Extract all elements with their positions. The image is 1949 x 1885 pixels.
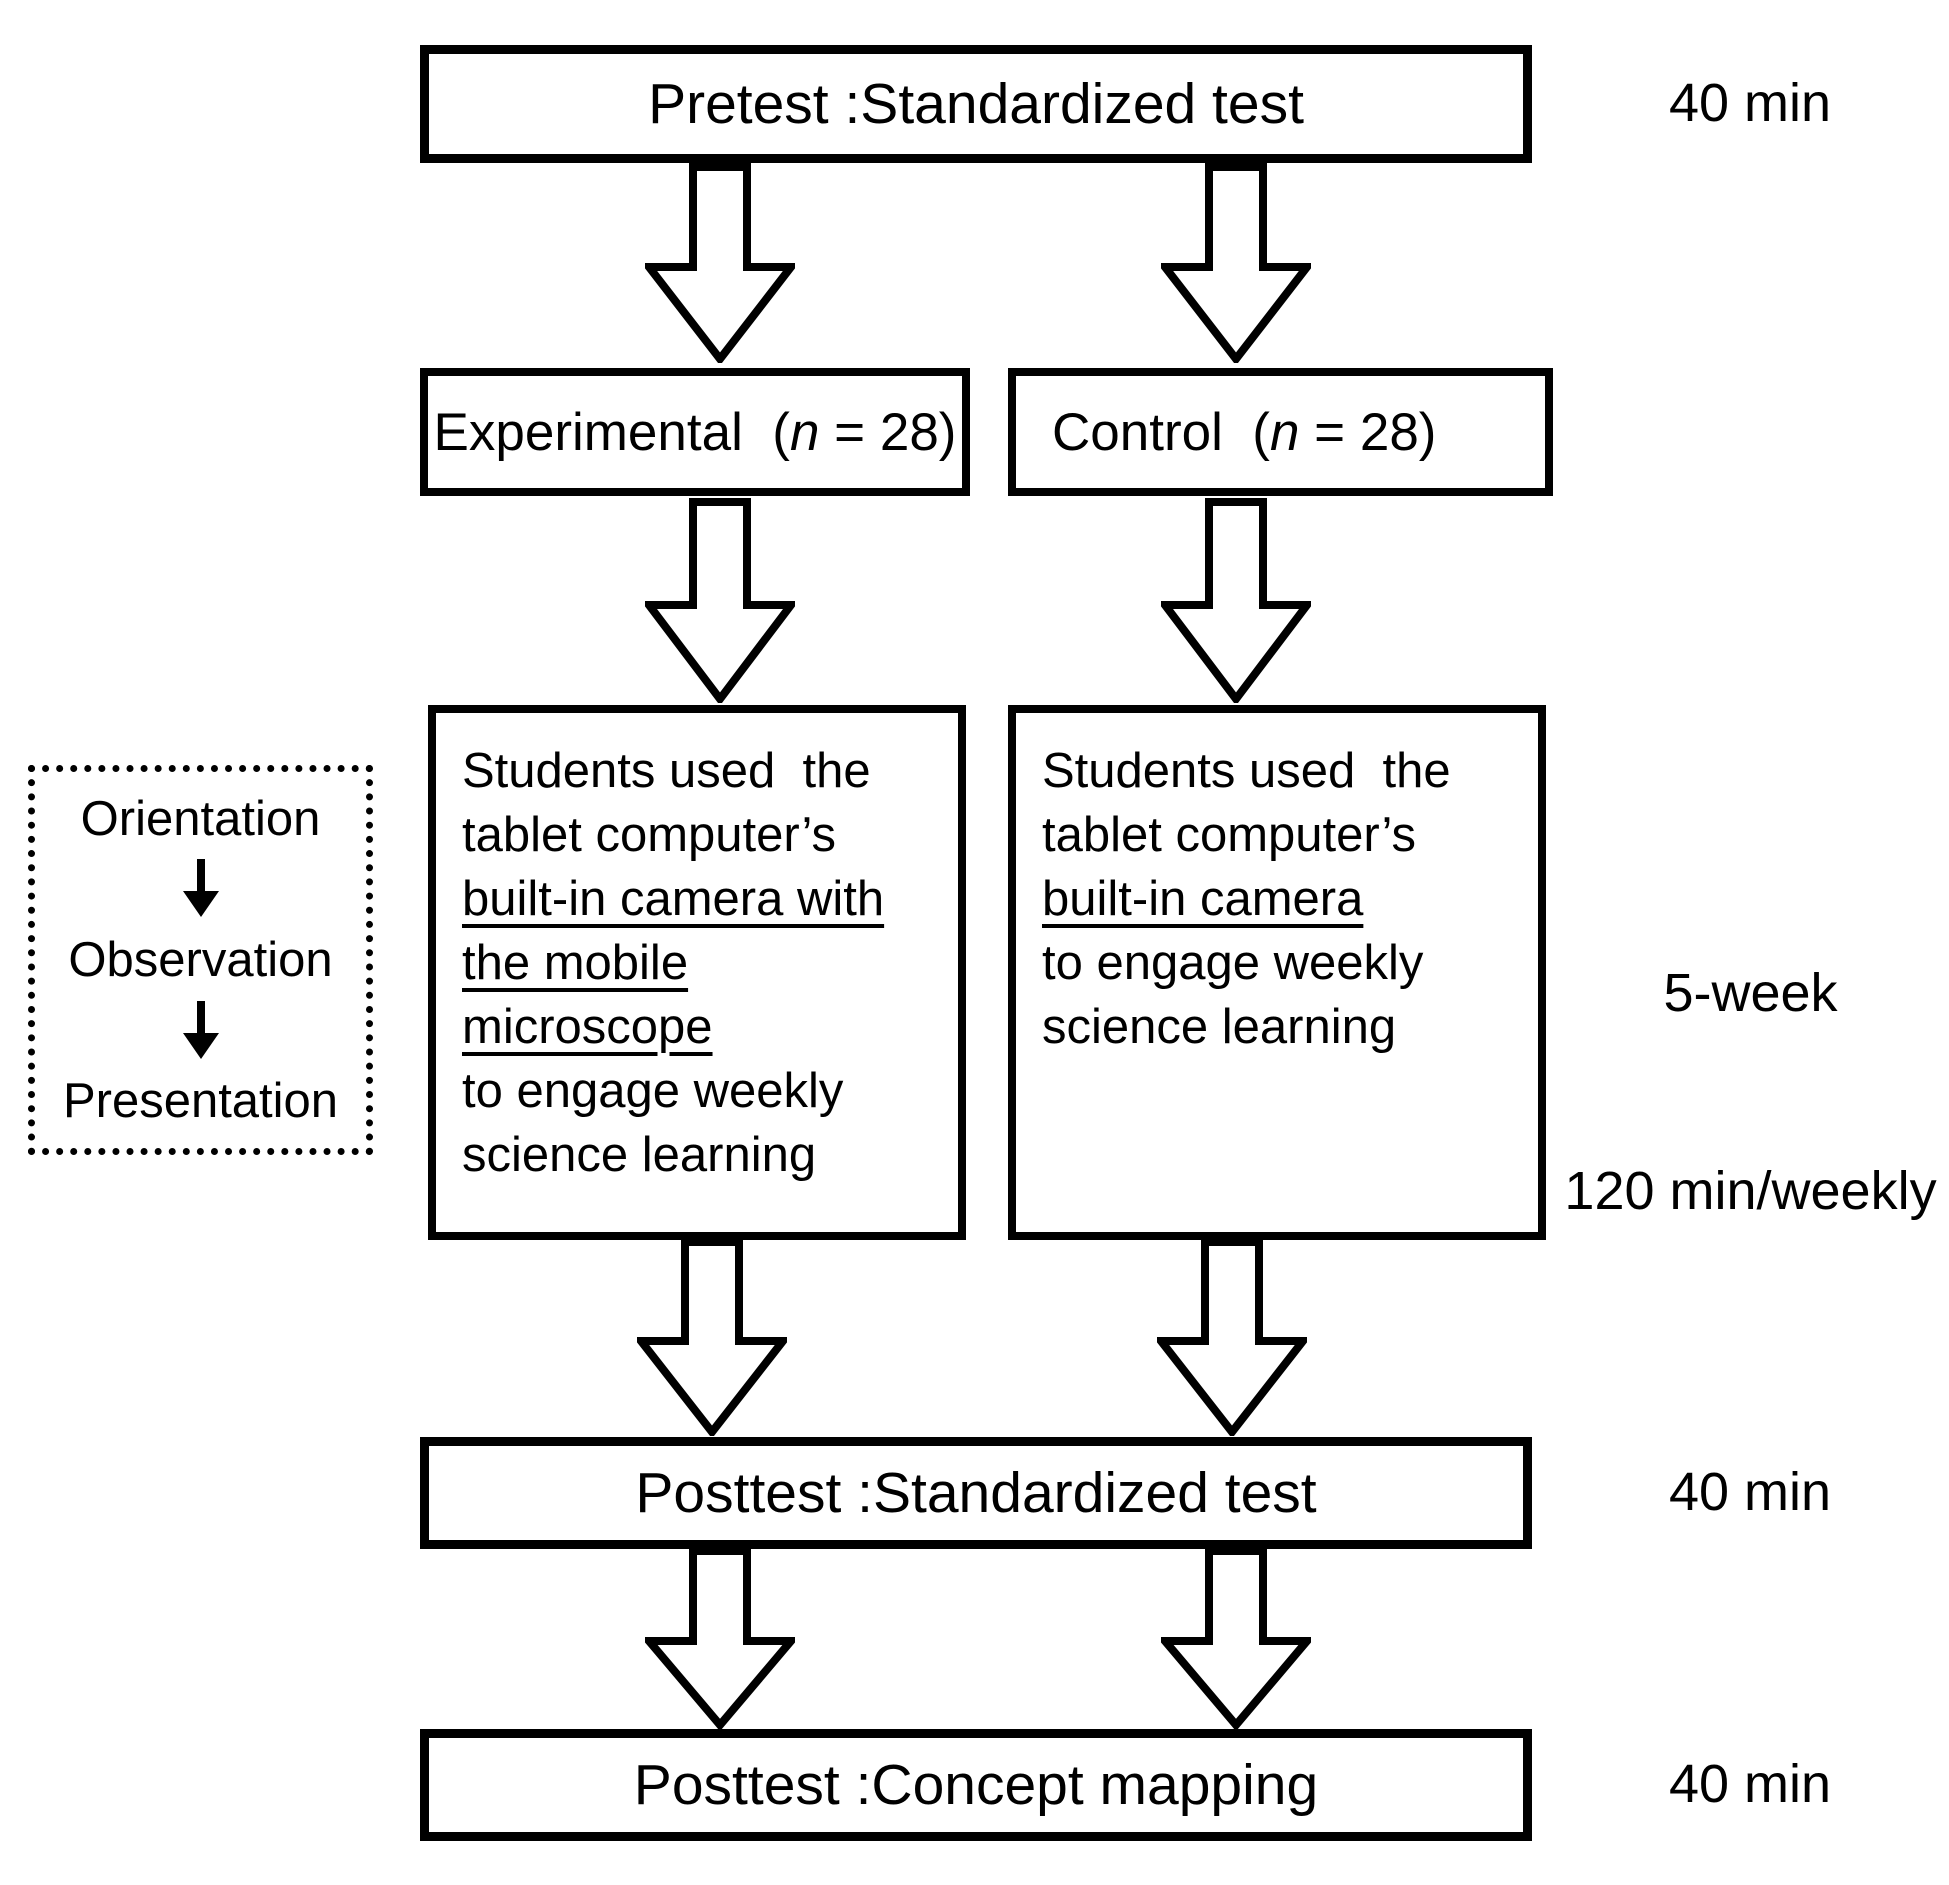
posttest-concept-box: Posttest :Concept mapping (420, 1729, 1532, 1841)
experimental-process-box: Students used the tablet computer’s buil… (428, 705, 966, 1240)
phase-observation: Observation (68, 932, 333, 987)
phases-box: Orientation Observation Presentation (28, 765, 373, 1155)
pretest-label: Pretest :Standardized test (648, 72, 1304, 136)
pretest-box: Pretest :Standardized test (420, 45, 1532, 163)
down-block-arrow-icon (645, 163, 795, 363)
phase-orientation: Orientation (80, 791, 321, 846)
control-count: = 28) (1299, 402, 1437, 462)
process-line: the mobile (462, 936, 689, 990)
down-block-arrow-icon (645, 498, 795, 703)
pretest-duration: 40 min (1668, 73, 1832, 133)
process-line: built-in camera with (462, 872, 885, 926)
control-n-symbol: n (1269, 402, 1300, 462)
down-block-arrow-icon (1161, 163, 1311, 363)
down-block-arrow-icon (1161, 498, 1311, 703)
process-line: Students used the (462, 744, 871, 798)
process-line: to engage weekly (1042, 936, 1424, 990)
control-group-box: Control (n = 28) (1008, 368, 1553, 496)
experimental-count: = 28) (819, 402, 957, 462)
posttest-standardized-duration: 40 min (1668, 1462, 1832, 1522)
treatment-duration-note: 5-week 120 min/weekly (1552, 828, 1949, 1356)
control-process-box: Students used the tablet computer’s buil… (1008, 705, 1546, 1240)
treatment-duration-weeks: 5-week (1663, 963, 1838, 1023)
down-arrow-icon (182, 859, 219, 918)
down-arrow-icon (182, 1000, 219, 1059)
process-line: built-in camera (1042, 872, 1364, 926)
process-line: science learning (1042, 1000, 1397, 1054)
treatment-duration-minutes: 120 min/weekly (1564, 1161, 1937, 1221)
down-block-arrow-icon (1157, 1238, 1307, 1436)
process-line: science learning (462, 1128, 817, 1182)
process-line: to engage weekly (462, 1064, 844, 1118)
posttest-concept-duration: 40 min (1668, 1754, 1832, 1814)
process-line: microscope (462, 1000, 713, 1054)
process-line: tablet computer’s (462, 808, 837, 862)
down-block-arrow-icon (645, 1547, 795, 1729)
posttest-standardized-box: Posttest :Standardized test (420, 1437, 1532, 1549)
control-label: Control ( (1052, 402, 1270, 462)
posttest-concept-label: Posttest :Concept mapping (633, 1753, 1319, 1817)
down-block-arrow-icon (637, 1238, 787, 1436)
experimental-label: Experimental ( (433, 402, 790, 462)
experimental-group-box: Experimental (n = 28) (420, 368, 970, 496)
process-line: Students used the (1042, 744, 1451, 798)
posttest-standardized-label: Posttest :Standardized test (635, 1461, 1317, 1525)
phase-presentation: Presentation (62, 1074, 339, 1129)
down-block-arrow-icon (1161, 1547, 1311, 1729)
process-line: tablet computer’s (1042, 808, 1417, 862)
experimental-n-symbol: n (789, 402, 820, 462)
